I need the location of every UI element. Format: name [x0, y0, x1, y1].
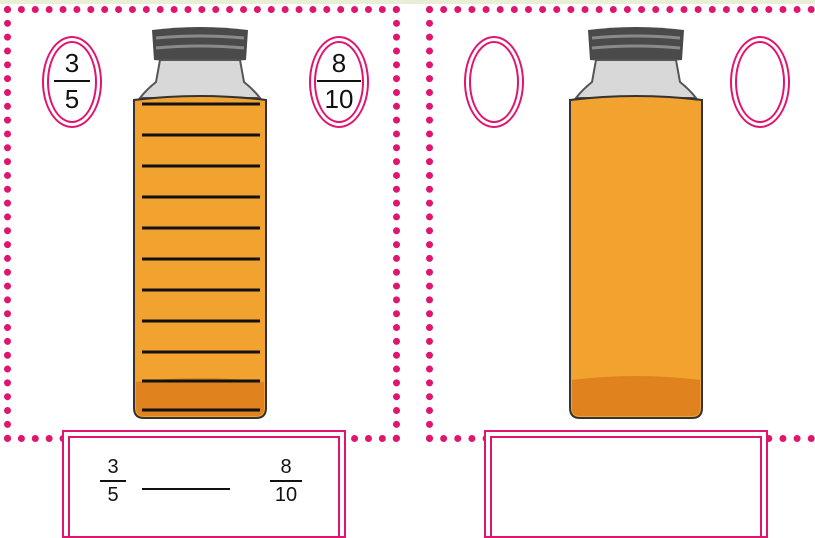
bottle-body: [134, 96, 266, 418]
bottle-neck: [140, 60, 260, 98]
left-comparison-box: 3 5 8 10: [62, 430, 346, 538]
fraction-three-fifths: 3 5: [44, 48, 100, 114]
bottle-neck: [576, 60, 696, 98]
fraction-eight-tenths: 8 10: [311, 48, 367, 114]
fraction-bar: [54, 80, 90, 82]
right-card-oval-left[interactable]: [464, 36, 524, 128]
fraction-bar: [317, 80, 361, 82]
denominator: 10: [325, 84, 354, 114]
comparison-fraction-right: 8 10: [270, 456, 302, 506]
left-card-oval-left: 3 5: [42, 36, 102, 128]
bottle-body: [570, 96, 702, 418]
denominator: 5: [65, 84, 79, 114]
right-card-oval-right[interactable]: [730, 36, 790, 128]
numerator: 8: [332, 48, 346, 78]
bottle-bottom: [572, 376, 700, 416]
numerator: 3: [65, 48, 79, 78]
right-comparison-box[interactable]: [484, 430, 768, 538]
top-strip: [0, 0, 815, 4]
juice-bottle-lined: [120, 24, 280, 424]
left-card-oval-right: 8 10: [309, 36, 369, 128]
comparison-fraction-left: 3 5: [100, 456, 126, 506]
juice-bottle-plain: [556, 24, 716, 424]
comparison-blank[interactable]: [142, 488, 230, 490]
